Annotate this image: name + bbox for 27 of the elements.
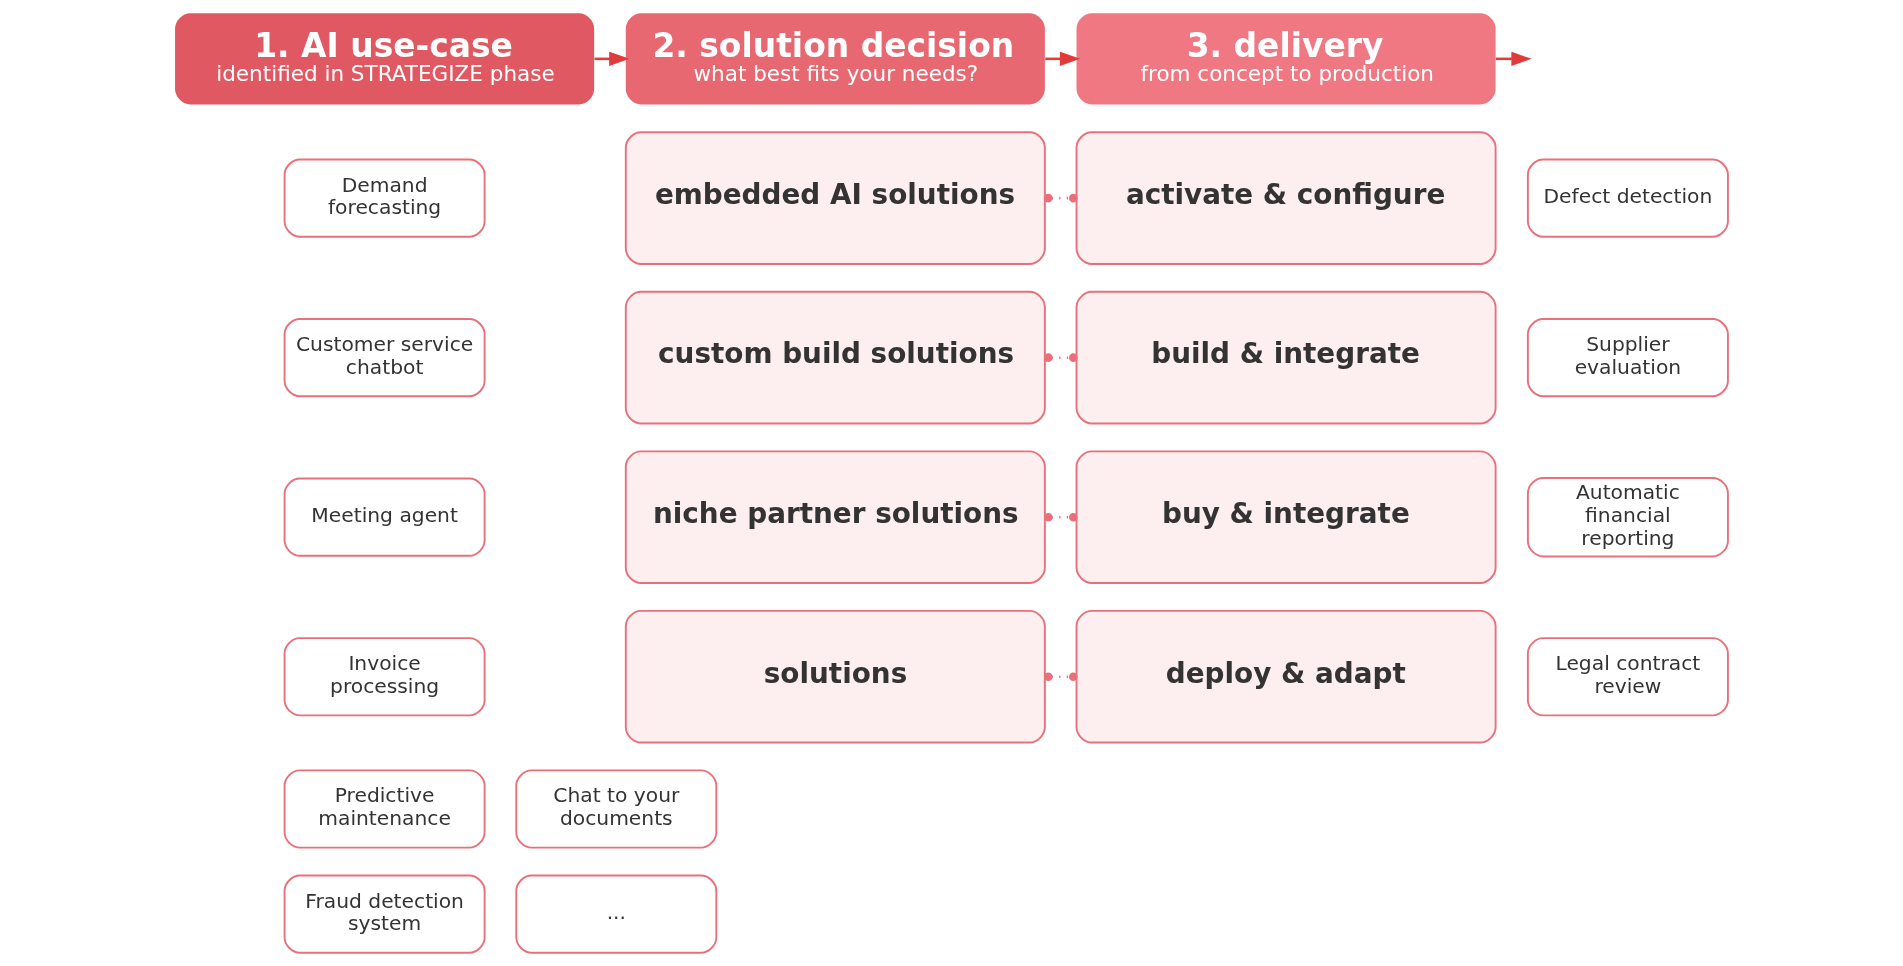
node-box: Automatic financial reporting [1526,477,1729,558]
node-box: Customer service chatbot [283,318,486,398]
node-box: 2. solution decision what best fits your needs? [625,13,1045,105]
node-box: Fraud detection system [283,874,486,954]
node-box: custom build solutions [624,290,1046,425]
node-box: Supplier evaluation [1526,318,1729,398]
node-box: Predictive maintenance [283,769,486,849]
node-box: activate & configure [1075,131,1497,265]
node-box: Defect detection [1526,158,1729,238]
connector [1044,193,1078,203]
node-box: build & integrate [1075,290,1497,425]
connector [1044,512,1078,522]
node-box: embedded AI solutions [624,131,1046,265]
node-box: deploy & adapt [1075,609,1497,744]
connector [1044,672,1078,681]
node-box: solutions [624,609,1046,744]
node-box: 3. delivery from concept to production [1076,13,1496,105]
node-box: Meeting agent [283,477,486,557]
node-box: ... [515,874,718,954]
node-box: Invoice processing [283,637,486,717]
node-box: buy & integrate [1075,450,1497,584]
node-box: Legal contract review [1526,637,1729,717]
node-box: Demand forecasting [283,158,486,238]
node-box: niche partner solutions [624,450,1046,584]
node-box: 1. AI use-case identified in STRATEGIZE phase [175,13,595,105]
node-box: Chat to your documents [515,769,718,849]
connector [1044,353,1078,362]
